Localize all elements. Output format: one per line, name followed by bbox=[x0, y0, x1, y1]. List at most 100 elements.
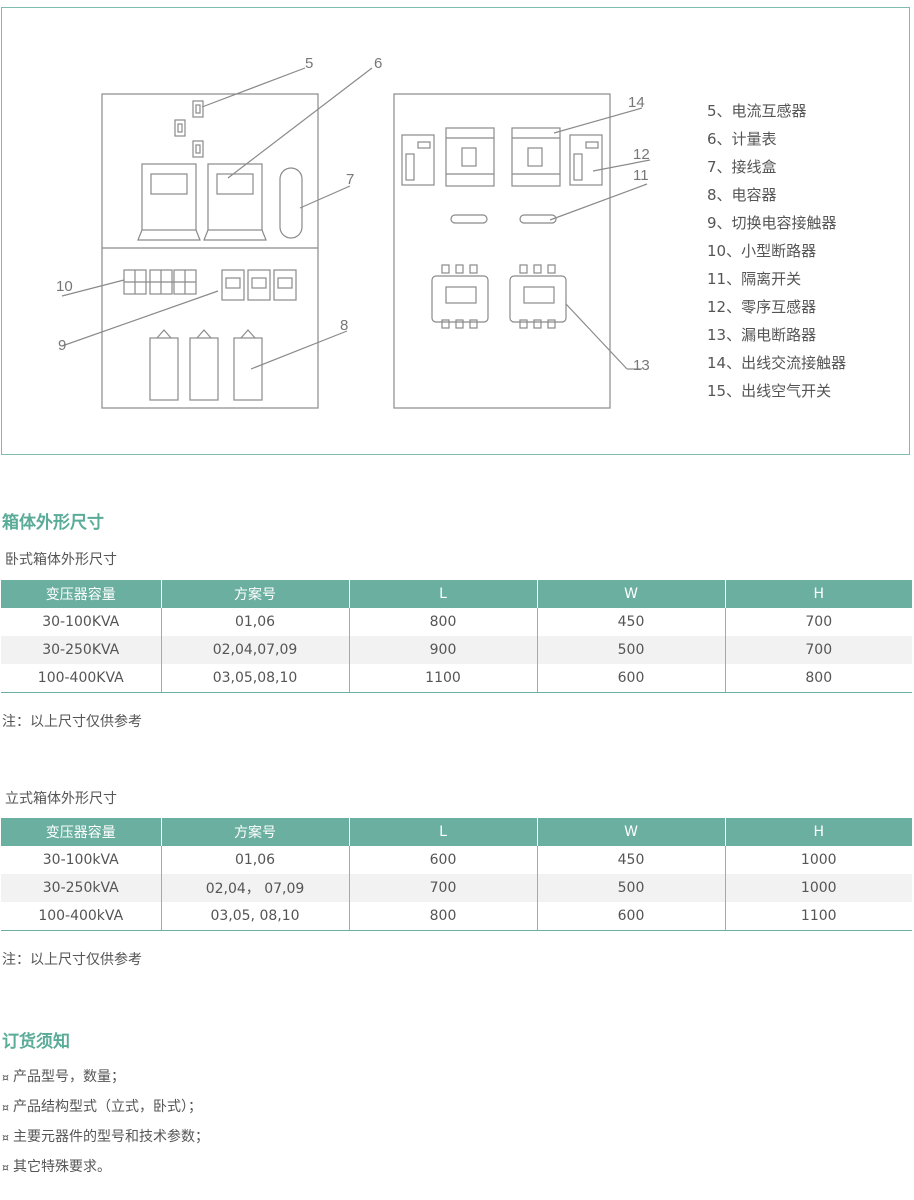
current-transformer-core bbox=[195, 104, 201, 114]
table-cell: 30-100KVA bbox=[1, 608, 162, 636]
table-cell: 1000 bbox=[800, 852, 837, 868]
horizontal-dimension-table: 变压器容量 方案号 L W H 30-100KVA 01,06 800 450 … bbox=[1, 580, 912, 693]
callout-5: 5 bbox=[305, 55, 313, 72]
callout-6: 6 bbox=[374, 55, 382, 72]
meter-right bbox=[203, 163, 267, 241]
header-l: L bbox=[349, 818, 538, 846]
meter-left bbox=[137, 163, 201, 241]
list-item-text: 主要元器件的型号和技术参数； bbox=[13, 1129, 209, 1145]
table-row: 30-250KVA 02,04,07,09 900 500 700 bbox=[1, 636, 912, 664]
capacitor-contactors bbox=[221, 269, 297, 301]
table-cell: 700 bbox=[805, 614, 833, 630]
ordering-list: ¤产品型号，数量； ¤产品结构型式（立式，卧式）； ¤主要元器件的型号和技术参数… bbox=[2, 1066, 209, 1186]
isolating-switch-left bbox=[450, 214, 488, 224]
leakage-breaker-left bbox=[431, 264, 489, 329]
header-h: H bbox=[725, 818, 912, 846]
header-w: W bbox=[537, 818, 726, 846]
table-row: 30-100kVA 01,06 600 450 1000 bbox=[1, 846, 912, 874]
table-row: 30-250kVA 02,04， 07,09 700 500 1000 bbox=[1, 874, 912, 902]
table-cell: 800 bbox=[349, 608, 538, 636]
component-legend: 5、电流互感器 6、计量表 7、接线盒 8、电容器 9、切换电容接触器 10、小… bbox=[707, 100, 846, 408]
header-scheme: 方案号 bbox=[161, 580, 350, 608]
right-cabinet-outline bbox=[393, 93, 611, 409]
legend-item: 14、出线交流接触器 bbox=[707, 354, 847, 372]
current-transformer-core bbox=[177, 123, 183, 133]
table-cell: 600 bbox=[537, 664, 726, 693]
table-cell: 02,04， 07,09 bbox=[161, 874, 350, 902]
list-item: ¤产品型号，数量； bbox=[2, 1066, 209, 1096]
table-cell: 100-400kVA bbox=[1, 902, 162, 931]
legend-item: 10、小型断路器 bbox=[707, 242, 817, 260]
header-capacity: 变压器容量 bbox=[1, 818, 162, 846]
header-w: W bbox=[537, 580, 726, 608]
bullet-icon: ¤ bbox=[2, 1101, 9, 1114]
bullet-icon: ¤ bbox=[2, 1131, 9, 1144]
cabinet-layout-drawing: 5 6 7 8 9 10 11 12 13 14 bbox=[56, 55, 651, 409]
table-cell: 500 bbox=[537, 636, 726, 664]
junction-box bbox=[279, 167, 303, 239]
capacitors bbox=[149, 329, 263, 401]
legend-item: 6、计量表 bbox=[707, 130, 777, 148]
vertical-subtitle: 立式箱体外形尺寸 bbox=[5, 791, 117, 807]
table-cell: 03,05, 08,10 bbox=[161, 902, 350, 931]
table-cell: 450 bbox=[537, 608, 726, 636]
legend-item: 15、出线空气开关 bbox=[707, 382, 832, 400]
legend-item: 13、漏电断路器 bbox=[707, 326, 817, 344]
current-transformer bbox=[192, 100, 204, 118]
callout-numbers: 5 6 7 8 9 10 11 12 13 14 bbox=[56, 55, 650, 374]
table-cell: 700 bbox=[725, 636, 912, 664]
horizontal-subtitle: 卧式箱体外形尺寸 bbox=[5, 552, 117, 568]
miniature-breakers bbox=[123, 269, 197, 295]
callout-13: 13 bbox=[633, 357, 650, 374]
table-cell: 800 bbox=[349, 902, 538, 931]
horizontal-note: 注：以上尺寸仅供参考 bbox=[2, 714, 142, 730]
table-cell: 03,05,08,10 bbox=[161, 664, 350, 693]
output-contactor-left bbox=[445, 127, 495, 187]
air-switch-left bbox=[401, 134, 435, 186]
current-transformer-core bbox=[195, 144, 201, 154]
table-cell: 600 bbox=[349, 846, 538, 874]
table-cell: 450 bbox=[537, 846, 726, 874]
legend-item: 7、接线盒 bbox=[707, 158, 777, 176]
right-cabinet bbox=[393, 93, 611, 409]
table-row: 100-400KVA 03,05,08,10 1100 600 800 bbox=[1, 664, 912, 693]
callout-9: 9 bbox=[58, 337, 66, 354]
header-scheme: 方案号 bbox=[161, 818, 350, 846]
output-contactor-right bbox=[511, 127, 561, 187]
zero-sequence-transformer bbox=[569, 134, 603, 186]
legend-item: 12、零序互感器 bbox=[707, 298, 817, 316]
header-capacity: 变压器容量 bbox=[1, 580, 162, 608]
diagram-panel: 5 6 7 8 9 10 11 12 13 14 5、电流互感器 6、计量表 7… bbox=[1, 7, 910, 455]
table-cell: 500 bbox=[537, 874, 726, 902]
table-cell: 30-250kVA bbox=[1, 874, 162, 902]
legend-item: 9、切换电容接触器 bbox=[707, 214, 837, 232]
bullet-icon: ¤ bbox=[2, 1071, 9, 1084]
table-cell: 02,04,07,09 bbox=[161, 636, 350, 664]
callout-11: 11 bbox=[633, 167, 649, 184]
list-item: ¤其它特殊要求。 bbox=[2, 1156, 209, 1186]
table-cell: 01,06 bbox=[161, 608, 350, 636]
legend-item: 11、隔离开关 bbox=[707, 270, 802, 288]
table-cell: 600 bbox=[537, 902, 726, 931]
table-cell: 1100 bbox=[725, 902, 912, 931]
table-cell: 900 bbox=[349, 636, 538, 664]
table-cell: 01,06 bbox=[161, 846, 350, 874]
table-row: 100-400kVA 03,05, 08,10 800 600 1100 bbox=[1, 902, 912, 931]
table-cell: 800 bbox=[725, 664, 912, 693]
leakage-breaker-right bbox=[509, 264, 567, 329]
callout-8: 8 bbox=[340, 317, 348, 334]
header-h: H bbox=[725, 580, 912, 608]
table-cell: 30-250KVA bbox=[1, 636, 162, 664]
header-l: L bbox=[349, 580, 538, 608]
current-transformer bbox=[192, 140, 204, 158]
current-transformer bbox=[174, 119, 186, 137]
table-header-row: 变压器容量 方案号 L W H bbox=[1, 580, 912, 608]
left-cabinet bbox=[101, 93, 319, 409]
callout-7: 7 bbox=[346, 171, 354, 188]
bullet-icon: ¤ bbox=[2, 1161, 9, 1174]
table-cell: 1000 bbox=[725, 874, 912, 902]
table-cell: 30-100kVA bbox=[1, 846, 162, 874]
callout-12: 12 bbox=[633, 146, 650, 163]
legend-item: 5、电流互感器 bbox=[707, 102, 807, 120]
ordering-title: 订货须知 bbox=[2, 1032, 70, 1052]
